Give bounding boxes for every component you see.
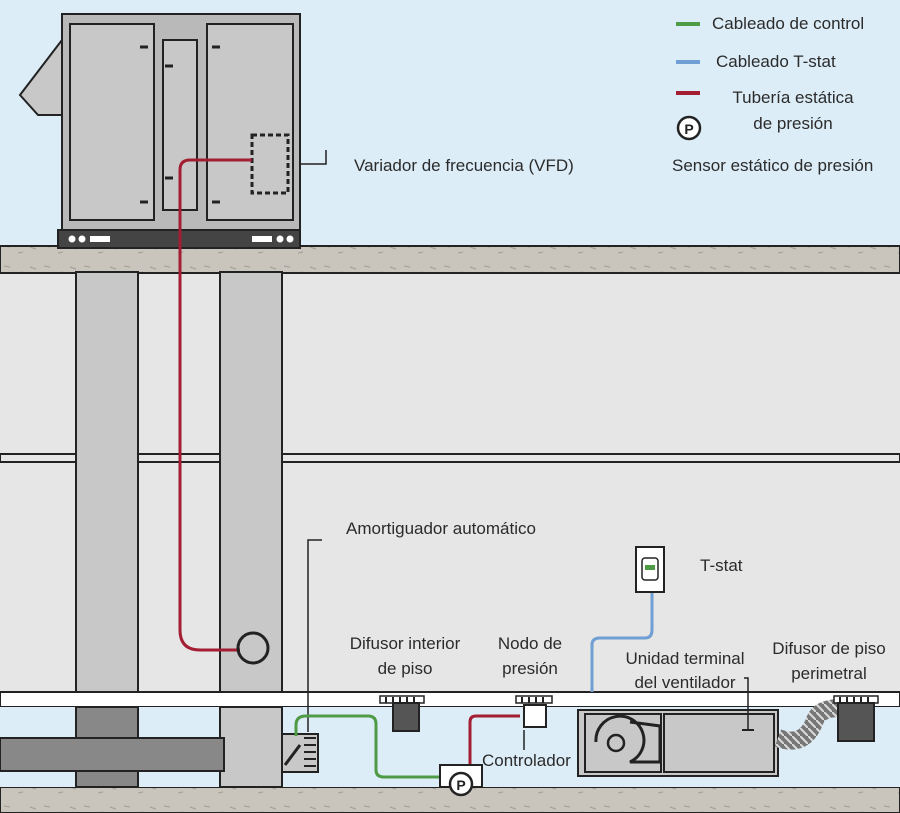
damper-blades [283,737,316,767]
thermostat-icon [635,546,665,593]
building-interior [0,272,900,692]
legend-sensor-label: Sensor estático de presión [672,156,874,175]
flexible-duct [774,699,841,750]
pressure-node-grille [515,695,553,704]
fan-hub [606,733,626,753]
legend-tubing-label-2: de presión [753,114,833,133]
perimeter-diffuser-label-1: Difusor de piso [772,639,886,658]
shaft-left [75,271,139,693]
thermostat-indicator [645,565,655,570]
fan-unit-coil [663,713,775,773]
ahu-panel-left [69,23,155,221]
vfd-label: Variador de frecuencia (VFD) [354,156,574,175]
pressure-sensor-icon [448,771,474,797]
legend-tubing-label-1: Tubería estática [732,88,854,107]
tstat-wiring [590,592,654,692]
legend-control-label: Cableado de control [712,14,865,33]
underfloor-duct [0,737,225,772]
shaft-right [219,271,283,693]
vfd-leader [300,150,327,165]
raised-floor [0,691,900,708]
controller-label: Controlador [482,751,571,770]
sensor-symbol: P [456,777,465,793]
fan-unit-leader [744,677,749,730]
tstat-label: T-stat [700,556,743,575]
ahu-hood [18,37,63,116]
fan-icon [594,714,662,764]
legend-sensor-icon [676,115,702,141]
interior-diffuser-body [392,702,420,732]
static-pressure-probe [236,631,270,665]
roof-slab [0,245,900,274]
interior-diffuser-label-1: Difusor interior [349,634,461,653]
perimeter-diffuser-label-2: perimetral [791,664,867,683]
pressure-node-slots [521,697,544,703]
ahu-base-indicators [68,235,294,243]
legend-tstat-label: Cableado T-stat [716,52,836,71]
damper-label: Amortiguador automático [346,519,536,538]
mid-floor-line [0,453,900,463]
static-tubing-riser [178,158,252,652]
damper-leader [307,539,322,732]
fan-unit-label-2: del ventilador [634,673,736,692]
vfd-box [250,133,290,195]
thermostat-display [641,557,659,581]
interior-diffuser-label-2: de piso [377,659,433,678]
fan-unit-label-1: Unidad terminal [625,649,745,668]
legend-sensor-symbol: P [684,121,693,137]
floor-slab [0,786,900,813]
shaft-right-base [219,706,283,788]
pressure-node-label-1: Nodo de [497,634,563,653]
ahu-panel-right [206,23,294,221]
pressure-node [523,704,547,728]
static-tubing-node [468,714,520,770]
control-wiring [294,714,446,779]
pressure-node-label-2: presión [502,659,558,678]
perimeter-diffuser-body [837,702,875,742]
ahu-latches [140,45,220,204]
